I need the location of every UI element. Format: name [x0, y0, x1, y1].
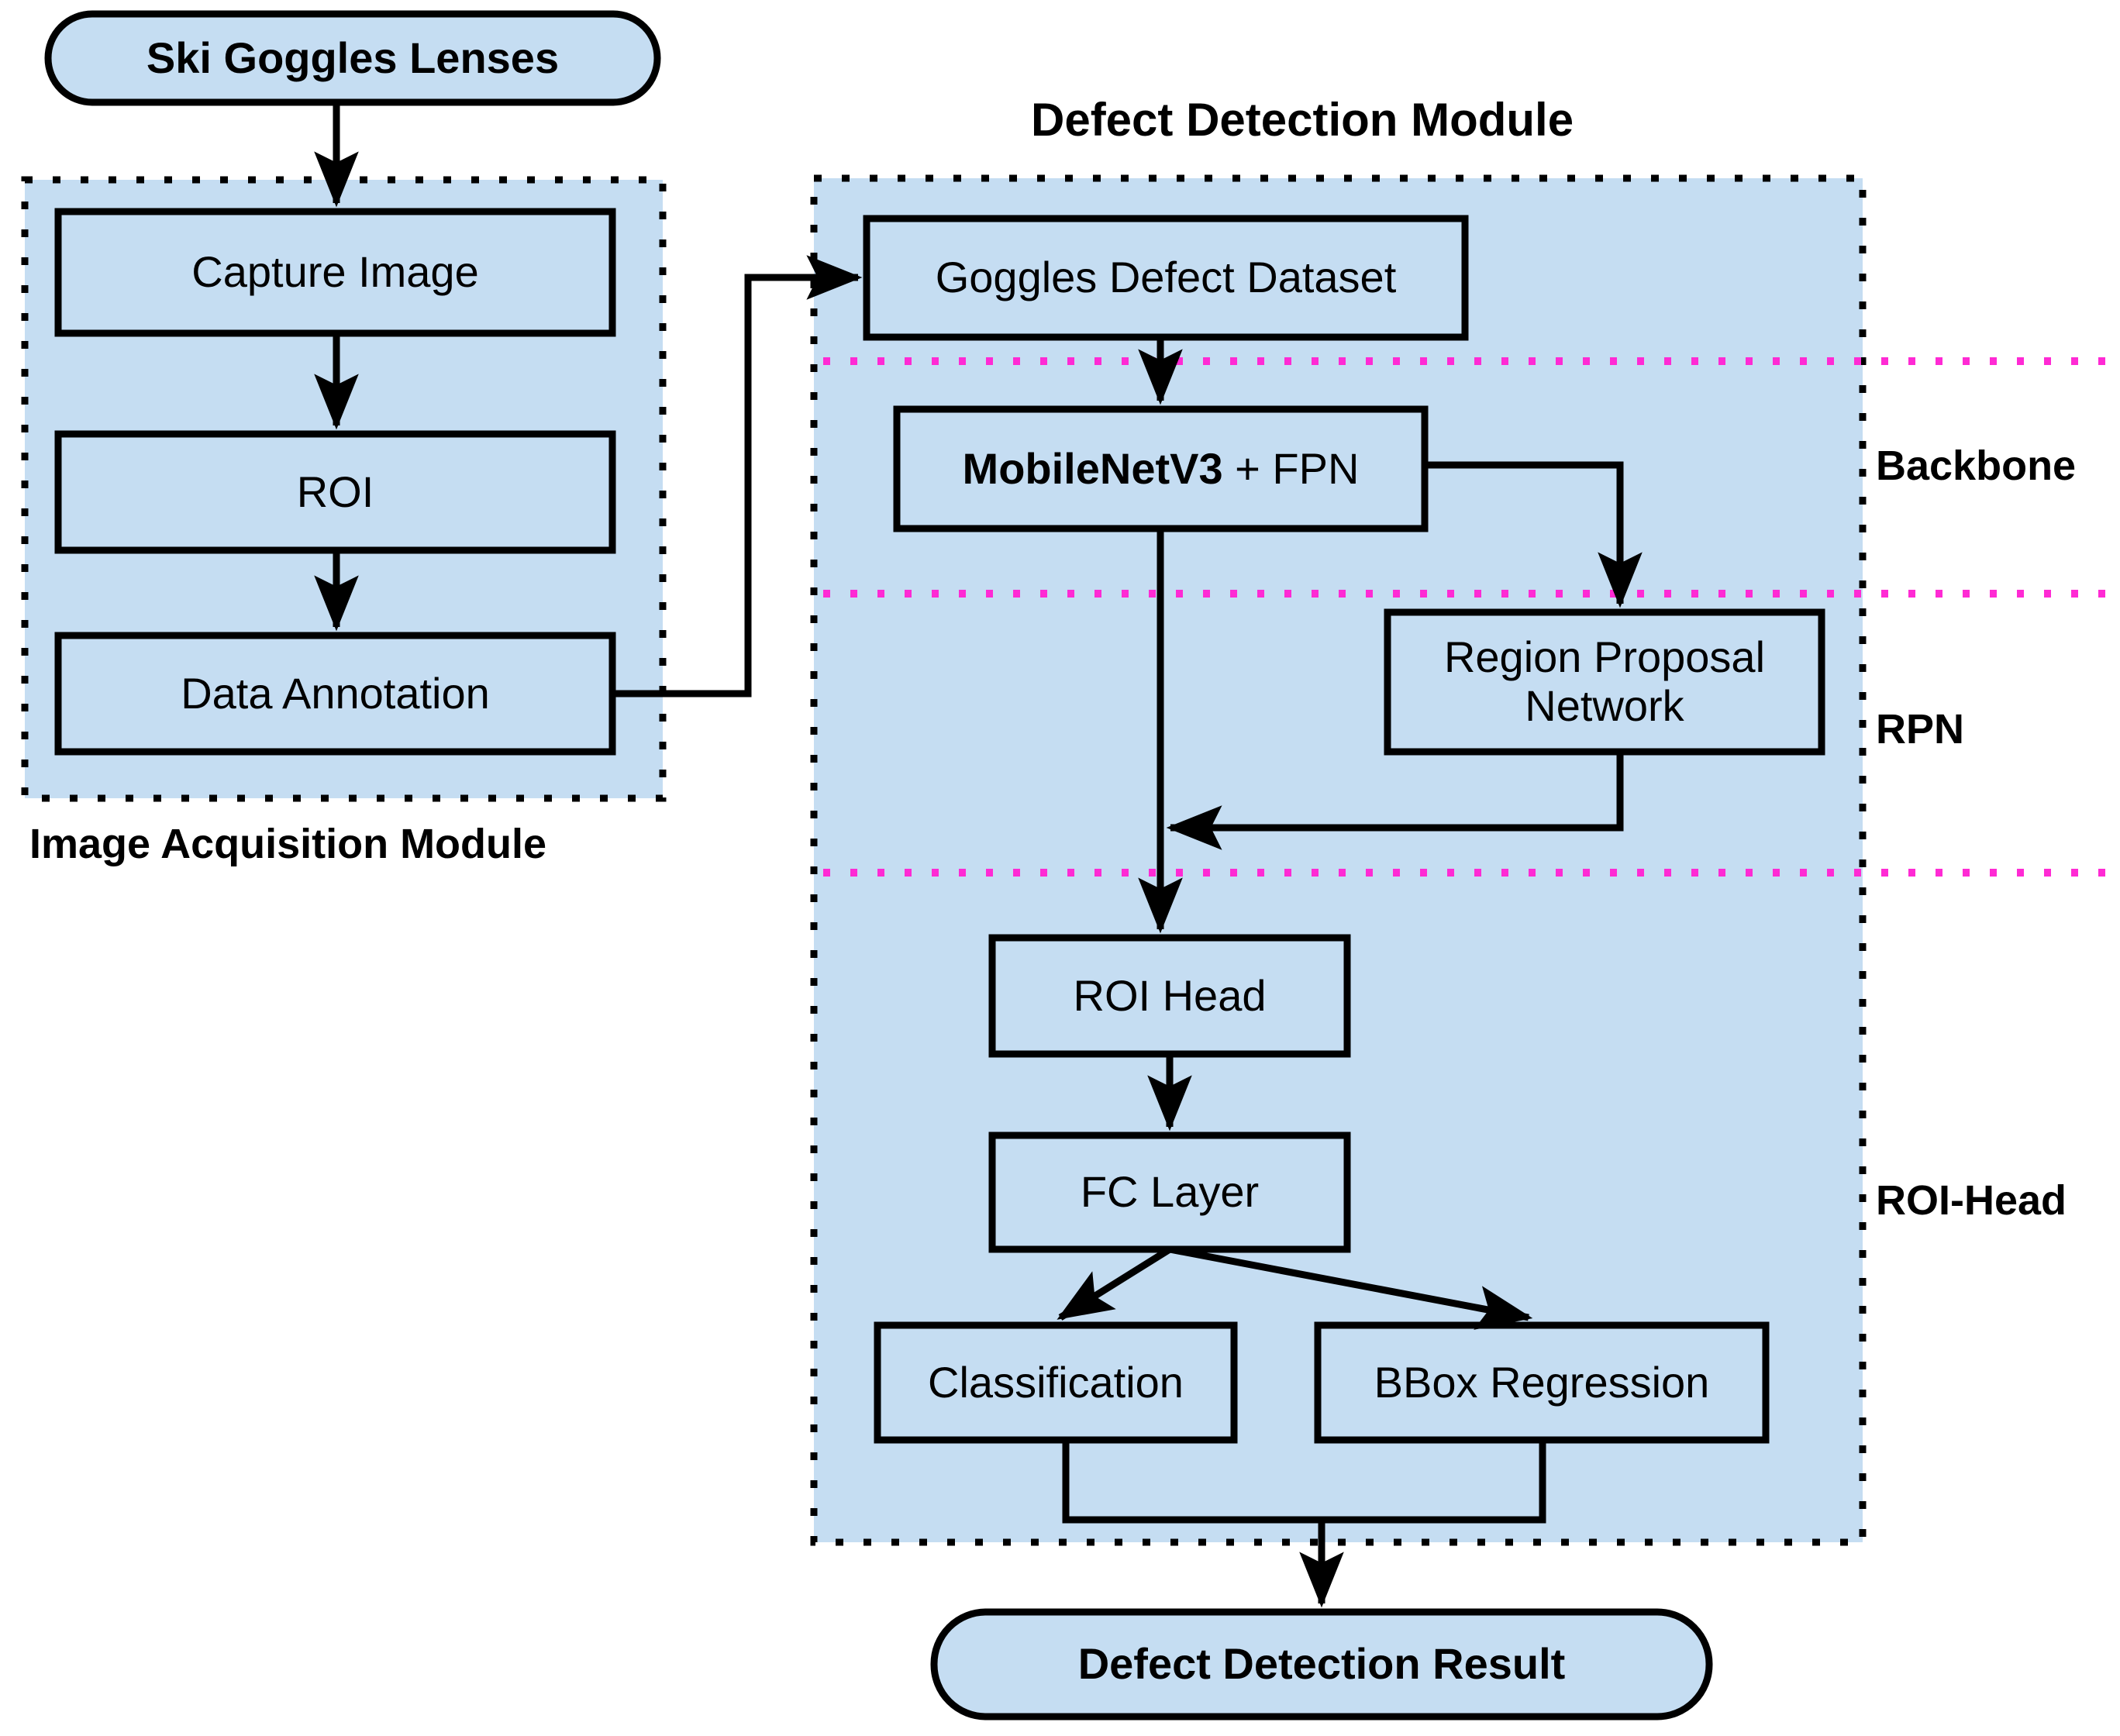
edge-fc-to-bbox [1169, 1245, 1533, 1330]
roi-shape [54, 430, 616, 554]
stage-label-roi-head: ROI-Head [1876, 1177, 2067, 1224]
edge-rpn-to-trunk [1166, 752, 1624, 850]
roi-head-shape [988, 934, 1351, 1058]
edge-annotation-to-dataset [612, 255, 863, 698]
defect-detection-module-title: Defect Detection Module [1031, 94, 1574, 146]
capture-image-shape [54, 208, 616, 337]
defect-detection-module-container [810, 174, 1867, 1546]
input-terminal-shape [44, 10, 661, 106]
bbox-regression-shape [1314, 1321, 1770, 1444]
edge-backbone-to-rpn [1425, 461, 1643, 608]
edge-heads-merge [1062, 1440, 1546, 1524]
image-acquisition-module-title: Image Acquisition Module [29, 821, 547, 867]
goggles-dataset-shape [863, 215, 1469, 341]
stage-label-rpn: RPN [1876, 706, 1965, 753]
stage-label-backbone: Backbone [1876, 443, 2077, 489]
rpn-shape [1384, 608, 1825, 756]
classification-shape [874, 1321, 1238, 1444]
fc-layer-shape [988, 1132, 1351, 1253]
backbone-shape [893, 405, 1429, 532]
output-terminal-shape [930, 1608, 1713, 1720]
edge-fc-to-classification [1057, 1246, 1172, 1321]
data-annotation-shape [54, 632, 616, 756]
